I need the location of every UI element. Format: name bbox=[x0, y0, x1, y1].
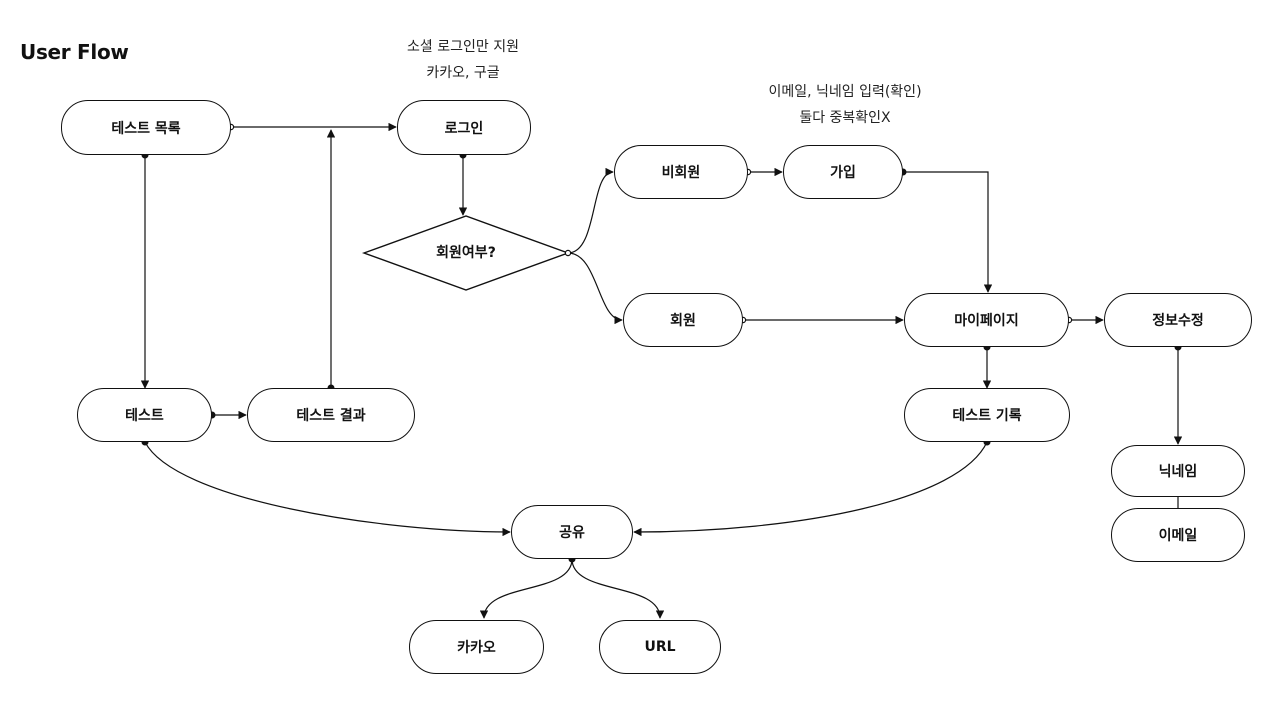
node-member-check[interactable]: 회원여부? bbox=[436, 245, 496, 261]
edge-signup-to-mypage bbox=[903, 171, 993, 293]
signup-note-line-1: 이메일, 닉네임 입력(확인) bbox=[768, 84, 922, 100]
dot-hollow bbox=[564, 249, 572, 257]
node-url[interactable]: URL bbox=[599, 620, 721, 674]
login-note: 소셜 로그인만 지원 카카오, 구글 bbox=[378, 34, 548, 86]
node-edit-info[interactable]: 정보수정 bbox=[1104, 293, 1252, 347]
node-test-list[interactable]: 테스트 목록 bbox=[61, 100, 231, 155]
node-test-result[interactable]: 테스트 결과 bbox=[247, 388, 415, 442]
node-non-member[interactable]: 비회원 bbox=[614, 145, 748, 199]
node-email[interactable]: 이메일 bbox=[1111, 508, 1245, 562]
edge-test-to-share bbox=[144, 441, 511, 537]
node-nickname[interactable]: 닉네임 bbox=[1111, 445, 1245, 497]
node-test-history[interactable]: 테스트 기록 bbox=[904, 388, 1070, 442]
login-note-line-1: 소셜 로그인만 지원 bbox=[407, 39, 519, 55]
node-member[interactable]: 회원 bbox=[623, 293, 743, 347]
node-mypage[interactable]: 마이페이지 bbox=[904, 293, 1069, 347]
signup-note: 이메일, 닉네임 입력(확인) 둘다 중복확인X bbox=[735, 79, 955, 131]
edge-decision-to-member bbox=[567, 252, 623, 325]
diagram-title: User Flow bbox=[20, 40, 129, 64]
edge-share-to-kakao bbox=[479, 558, 573, 619]
edge-history-to-share bbox=[633, 441, 988, 537]
node-share[interactable]: 공유 bbox=[511, 505, 633, 559]
node-login[interactable]: 로그인 bbox=[397, 100, 531, 155]
login-note-line-2: 카카오, 구글 bbox=[426, 65, 500, 81]
node-test[interactable]: 테스트 bbox=[77, 388, 212, 442]
edge-decision-to-non-member bbox=[567, 167, 614, 254]
edge-share-to-url bbox=[571, 558, 665, 619]
node-signup[interactable]: 가입 bbox=[783, 145, 903, 199]
node-kakao[interactable]: 카카오 bbox=[409, 620, 544, 674]
signup-note-line-2: 둘다 중복확인X bbox=[799, 110, 891, 126]
